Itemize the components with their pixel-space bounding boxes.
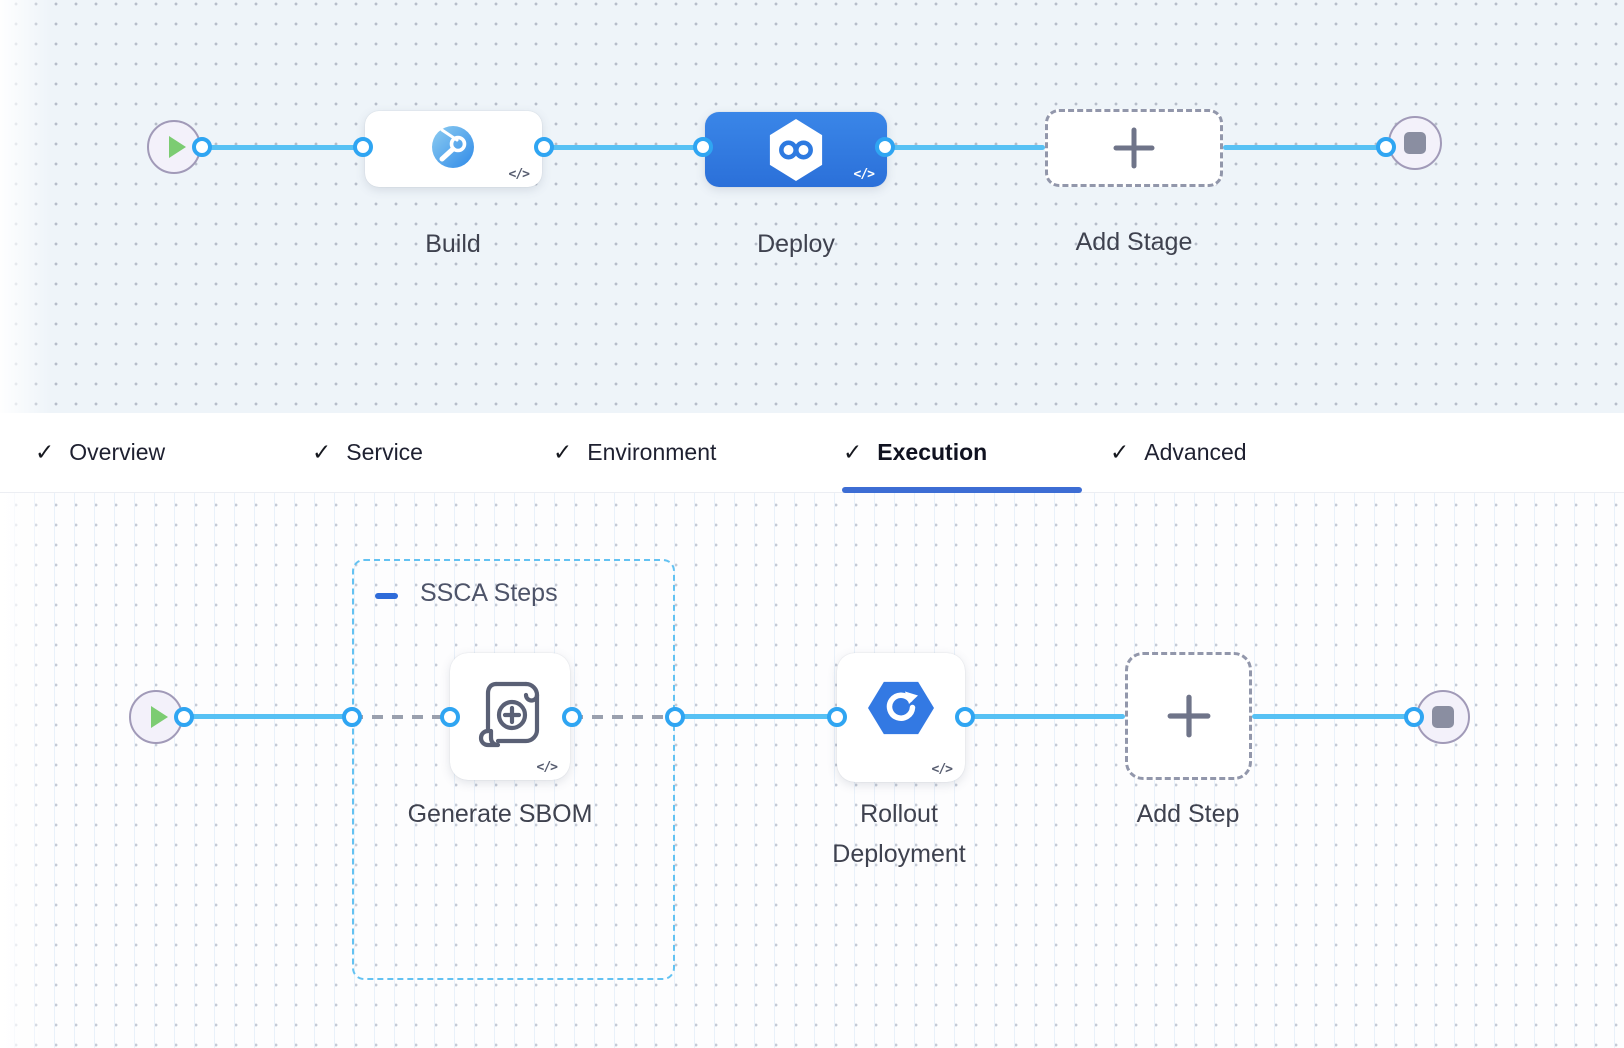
connector-port[interactable] [562,707,582,727]
collapse-group-icon[interactable] [375,593,398,599]
step-label-rollout-line2: Deployment [832,840,966,868]
connector-line [184,714,352,719]
dashed-connector-line [572,715,675,719]
connector-line [202,145,363,150]
add-step-button[interactable] [1125,652,1252,780]
canvas-left-fade [0,493,52,1048]
dashed-connector-line [352,715,450,719]
step-node-rollout-deployment[interactable]: </> [837,653,965,782]
connector-port[interactable] [534,137,554,157]
connector-line [885,145,1045,150]
build-stage-icon [432,126,474,168]
connector-line [1252,714,1414,719]
code-icon[interactable]: </> [536,760,559,775]
connector-line [544,145,703,150]
execution-graph-canvas[interactable]: SSCA Steps </> [0,493,1624,1048]
execution-end-node [1416,690,1470,744]
step-group-label: SSCA Steps [420,579,558,607]
code-icon[interactable]: </> [853,167,876,182]
stage-graph-canvas[interactable]: </> </> [0,0,1624,413]
plus-icon [1113,127,1155,169]
check-icon: ✓ [35,439,55,465]
code-icon[interactable]: </> [931,762,954,777]
step-label-add-step: Add Step [1136,800,1240,828]
tab-advanced[interactable]: ✓ Advanced [1110,413,1247,492]
tab-execution[interactable]: ✓ Execution [843,413,987,492]
tab-label: Environment [587,439,717,465]
connector-port[interactable] [1376,137,1396,157]
connector-port[interactable] [827,707,847,727]
tab-overview[interactable]: ✓ Overview [35,413,165,492]
connector-port[interactable] [693,137,713,157]
connector-port[interactable] [353,137,373,157]
stage-label-deploy: Deploy [757,230,835,258]
code-icon[interactable]: </> [508,167,531,182]
connector-port[interactable] [875,137,895,157]
deploy-stage-icon [769,119,823,181]
step-node-generate-sbom[interactable]: </> [450,653,570,780]
tab-label: Execution [877,439,988,465]
play-icon [168,136,186,158]
active-tab-underline [842,487,1082,493]
connector-port[interactable] [174,707,194,727]
step-label-rollout-line1: Rollout [860,800,938,828]
connector-line [1223,145,1386,150]
stop-icon [1432,706,1454,728]
check-icon: ✓ [843,439,863,465]
connector-line [675,714,837,719]
connector-port[interactable] [665,707,685,727]
tab-label: Overview [69,439,166,465]
plus-icon [1167,694,1210,738]
step-group-ssca[interactable] [352,559,675,980]
tab-label: Service [346,439,423,465]
connector-port[interactable] [440,707,460,727]
connector-port[interactable] [342,707,362,727]
tab-environment[interactable]: ✓ Environment [553,413,716,492]
tab-label: Advanced [1144,439,1247,465]
step-label-generate-sbom: Generate SBOM [407,800,593,828]
add-stage-button[interactable] [1045,109,1223,187]
connector-line [965,714,1125,719]
check-icon: ✓ [1110,439,1130,465]
stop-icon [1404,132,1426,154]
canvas-left-fade [0,0,52,413]
pipeline-end-node [1388,116,1442,170]
tab-service[interactable]: ✓ Service [312,413,423,492]
stage-node-build[interactable]: </> [365,111,542,187]
play-icon [150,706,168,728]
rollout-deployment-icon [868,681,934,735]
connector-port[interactable] [955,707,975,727]
stage-node-deploy[interactable]: </> [705,112,887,187]
connector-port[interactable] [192,137,212,157]
stage-config-tabs: ✓ Overview ✓ Service ✓ Environment ✓ Exe… [0,413,1624,493]
sbom-scroll-icon [478,681,540,748]
stage-label-add-stage: Add Stage [1075,228,1193,256]
check-icon: ✓ [553,439,573,465]
stage-label-build: Build [425,230,481,258]
connector-port[interactable] [1404,707,1424,727]
check-icon: ✓ [312,439,332,465]
